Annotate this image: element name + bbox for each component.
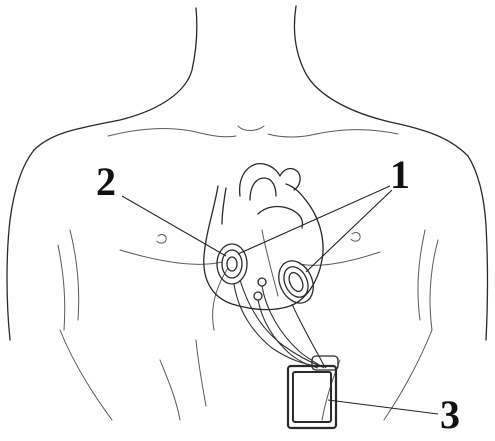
left-side	[60, 330, 112, 420]
callout-label-2: 2	[96, 159, 116, 204]
left-arm-outline	[7, 150, 34, 340]
abdomen-line-left	[160, 340, 206, 420]
leader-line-1b	[306, 190, 392, 272]
electrode-button-lower	[254, 292, 262, 300]
left-clavicle	[108, 129, 236, 137]
electrode-middle	[279, 263, 312, 301]
sternal-notch	[238, 126, 264, 131]
electrode-button-upper	[258, 278, 266, 286]
vena-cava	[222, 188, 226, 224]
heart	[204, 164, 323, 310]
electrode-outer	[272, 255, 320, 308]
leader-line-3	[328, 400, 438, 414]
leader-lines	[122, 186, 438, 414]
left-armpit	[58, 230, 79, 330]
aortic-arch-inner	[250, 178, 276, 200]
leader-line-1a	[238, 186, 390, 254]
electrode-patch	[272, 255, 320, 308]
pulmonary-trunk	[258, 207, 303, 228]
leader-line-2	[122, 196, 226, 256]
electrode-inner	[286, 270, 305, 293]
right-pectoral	[300, 252, 380, 265]
callout-label-1: 1	[390, 152, 410, 197]
implant-device	[288, 356, 338, 428]
right-arm-outline	[468, 156, 488, 340]
device-case-outer	[288, 366, 336, 428]
sensor-inner	[227, 257, 237, 271]
device-case-inner	[293, 372, 331, 422]
right-side	[384, 330, 432, 420]
sensor-middle	[222, 250, 242, 278]
callout-label-3: 3	[440, 392, 460, 437]
right-clavicle	[268, 130, 398, 138]
left-nipple	[157, 235, 166, 244]
sensor-patch	[217, 244, 247, 284]
right-armpit	[418, 230, 438, 330]
right-nipple	[351, 233, 360, 242]
torso-outline	[7, 6, 488, 420]
